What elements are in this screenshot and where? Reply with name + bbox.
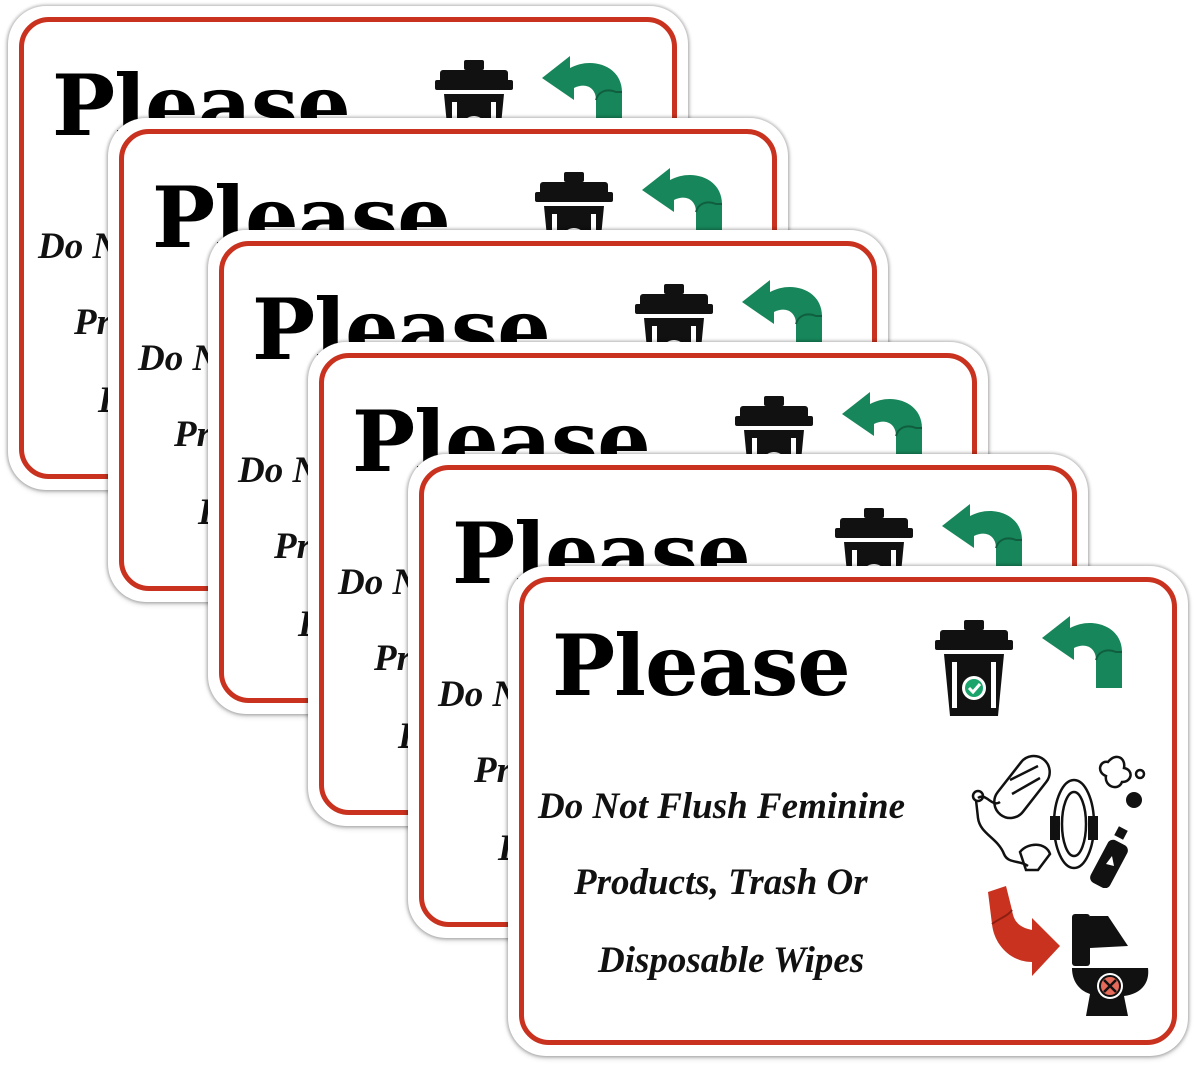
green-arrow-icon bbox=[642, 168, 722, 240]
green-arrow-icon bbox=[1042, 616, 1122, 688]
red-arrow-icon bbox=[988, 886, 1060, 976]
green-arrow-icon bbox=[542, 56, 622, 128]
sign-line-3: Disposable Wipes bbox=[598, 940, 865, 981]
sign-line-2: Products, Trash Or bbox=[574, 862, 868, 903]
green-arrow-icon bbox=[742, 280, 822, 352]
green-arrow-icon bbox=[842, 392, 922, 464]
sign-title: Please bbox=[552, 616, 851, 715]
green-arrow-icon bbox=[942, 504, 1022, 576]
trash-can-icon bbox=[935, 620, 1013, 716]
sign-line-1: Do Not Flush Feminine bbox=[538, 786, 906, 827]
red-border bbox=[519, 577, 1177, 1045]
sign-card-6: Please Do Not Flush Feminine Products, T… bbox=[508, 566, 1188, 1056]
no-toilet-icon bbox=[1072, 914, 1149, 1016]
feminine-products-icon bbox=[971, 754, 1146, 888]
